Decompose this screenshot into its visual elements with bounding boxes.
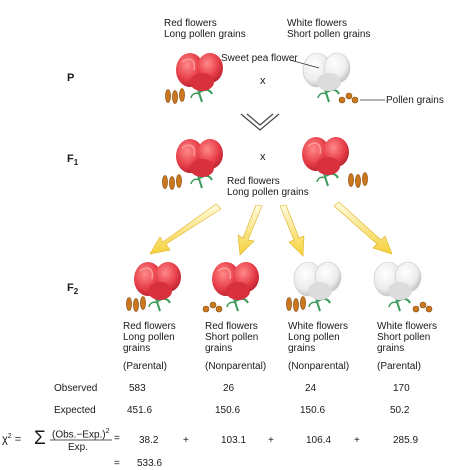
total-equals: = [114, 458, 120, 469]
red-parent-line-1: Red flowers [164, 18, 217, 29]
f2-class-3: White flowers Long pollen grains (Nonpar… [288, 321, 349, 372]
f2-white-short-flower [373, 261, 422, 312]
class-4-line-3: grains [377, 343, 405, 354]
f2-short-pollen-2 [202, 301, 223, 313]
f1-long-pollen-left [162, 174, 182, 190]
class-2-line-3: grains [205, 343, 233, 354]
generation-p-label: P [67, 72, 75, 84]
p-short-pollen [338, 92, 359, 104]
f1-main: F [67, 153, 74, 165]
observed-value-1: 583 [129, 383, 146, 394]
f2-short-pollen-4 [412, 301, 433, 313]
f2-main: F [67, 282, 74, 294]
generation-f1-label: F1 [67, 153, 78, 167]
chi-letter: χ [2, 433, 8, 446]
p-white-flower [302, 52, 351, 103]
observed-value-3: 24 [305, 383, 317, 394]
f2-class-1: Red flowers Long pollen grains (Parental… [123, 321, 176, 372]
sweet-pea-label: Sweet pea flower [221, 53, 298, 64]
class-3-line-3: grains [288, 343, 316, 354]
pollen-grains-label: Pollen grains [386, 95, 444, 106]
arrow-to-class-2 [237, 204, 263, 256]
white-parent-header: White flowers Short pollen grains [287, 18, 370, 40]
observed-label: Observed [54, 383, 98, 394]
chi-square-total: 533.6 [137, 458, 163, 469]
class-2-type: (Nonparental) [205, 361, 267, 372]
chi-term-3: 106.4 [306, 435, 332, 446]
class-2-line-1: Red flowers [205, 321, 258, 332]
class-1-line-3: grains [123, 343, 151, 354]
f2-class-4: White flowers Short pollen grains (Paren… [377, 321, 437, 372]
formula-denominator: Exp. [68, 442, 89, 453]
f1-description: Red flowers Long pollen grains [227, 176, 309, 198]
numerator-text: (Obs.−Exp.) [52, 429, 106, 441]
expected-value-3: 150.6 [300, 405, 326, 416]
formula-numerator: (Obs.−Exp.)2 [52, 428, 110, 440]
formula-equals-2: = [114, 433, 120, 444]
red-parent-header: Red flowers Long pollen grains [164, 18, 246, 40]
class-1-line-2: Long pollen [123, 332, 175, 343]
formula-equals-1: = [14, 433, 22, 446]
f1-desc-line-1: Red flowers [227, 176, 280, 187]
white-parent-line-2: Short pollen grains [287, 29, 371, 40]
f1-long-pollen-right [348, 172, 368, 188]
f2-long-pollen-3 [286, 296, 306, 312]
f1-desc-line-2: Long pollen grains [227, 187, 309, 198]
f2-class-2: Red flowers Short pollen grains (Nonpare… [205, 321, 266, 372]
class-4-type: (Parental) [377, 361, 421, 372]
plus-3: + [354, 435, 360, 446]
cross-symbol-p: x [260, 75, 266, 87]
class-3-line-2: Long pollen [288, 332, 340, 343]
class-4-line-1: White flowers [377, 321, 438, 332]
expected-value-4: 50.2 [390, 405, 410, 416]
plus-2: + [268, 435, 274, 446]
f2-red-short-flower [211, 261, 260, 312]
chi-term-4: 285.9 [393, 435, 419, 446]
sweet-pea-pointer [289, 59, 320, 69]
white-parent-line-1: White flowers [287, 18, 348, 29]
arrow-to-class-4 [333, 201, 393, 255]
chi-term-1: 38.2 [139, 435, 159, 446]
f2-sub: 2 [73, 287, 79, 297]
expected-value-2: 150.6 [215, 405, 241, 416]
arrow-to-class-3 [279, 204, 305, 257]
expected-value-1: 451.6 [127, 405, 153, 416]
generation-f2-label: F2 [67, 282, 78, 296]
class-3-line-1: White flowers [288, 321, 349, 332]
f2-long-pollen-1 [126, 296, 146, 312]
red-parent-line-2: Long pollen grains [164, 29, 246, 40]
chi-square-symbol: χ2 = [2, 433, 21, 446]
f1-red-flower-left [175, 138, 224, 189]
expected-label: Expected [54, 405, 96, 416]
sigma-symbol: Σ [34, 428, 46, 449]
observed-value-2: 26 [223, 383, 235, 394]
chi-term-2: 103.1 [221, 435, 247, 446]
class-1-line-1: Red flowers [123, 321, 176, 332]
plus-1: + [183, 435, 189, 446]
cross-chevron-inner [246, 113, 274, 126]
f1-sub: 1 [73, 158, 79, 168]
cross-chevron-outer [240, 113, 280, 131]
numerator-exponent: 2 [105, 428, 110, 435]
f1-red-flower-right [301, 136, 350, 187]
cross-symbol-f1: x [260, 151, 266, 163]
class-1-type: (Parental) [123, 361, 167, 372]
arrow-to-class-1 [149, 203, 222, 255]
observed-value-4: 170 [393, 383, 410, 394]
p-long-pollen [165, 88, 185, 104]
class-4-line-2: Short pollen [377, 332, 431, 343]
class-2-line-2: Short pollen [205, 332, 259, 343]
class-3-type: (Nonparental) [288, 361, 350, 372]
chi-exponent: 2 [7, 433, 12, 440]
